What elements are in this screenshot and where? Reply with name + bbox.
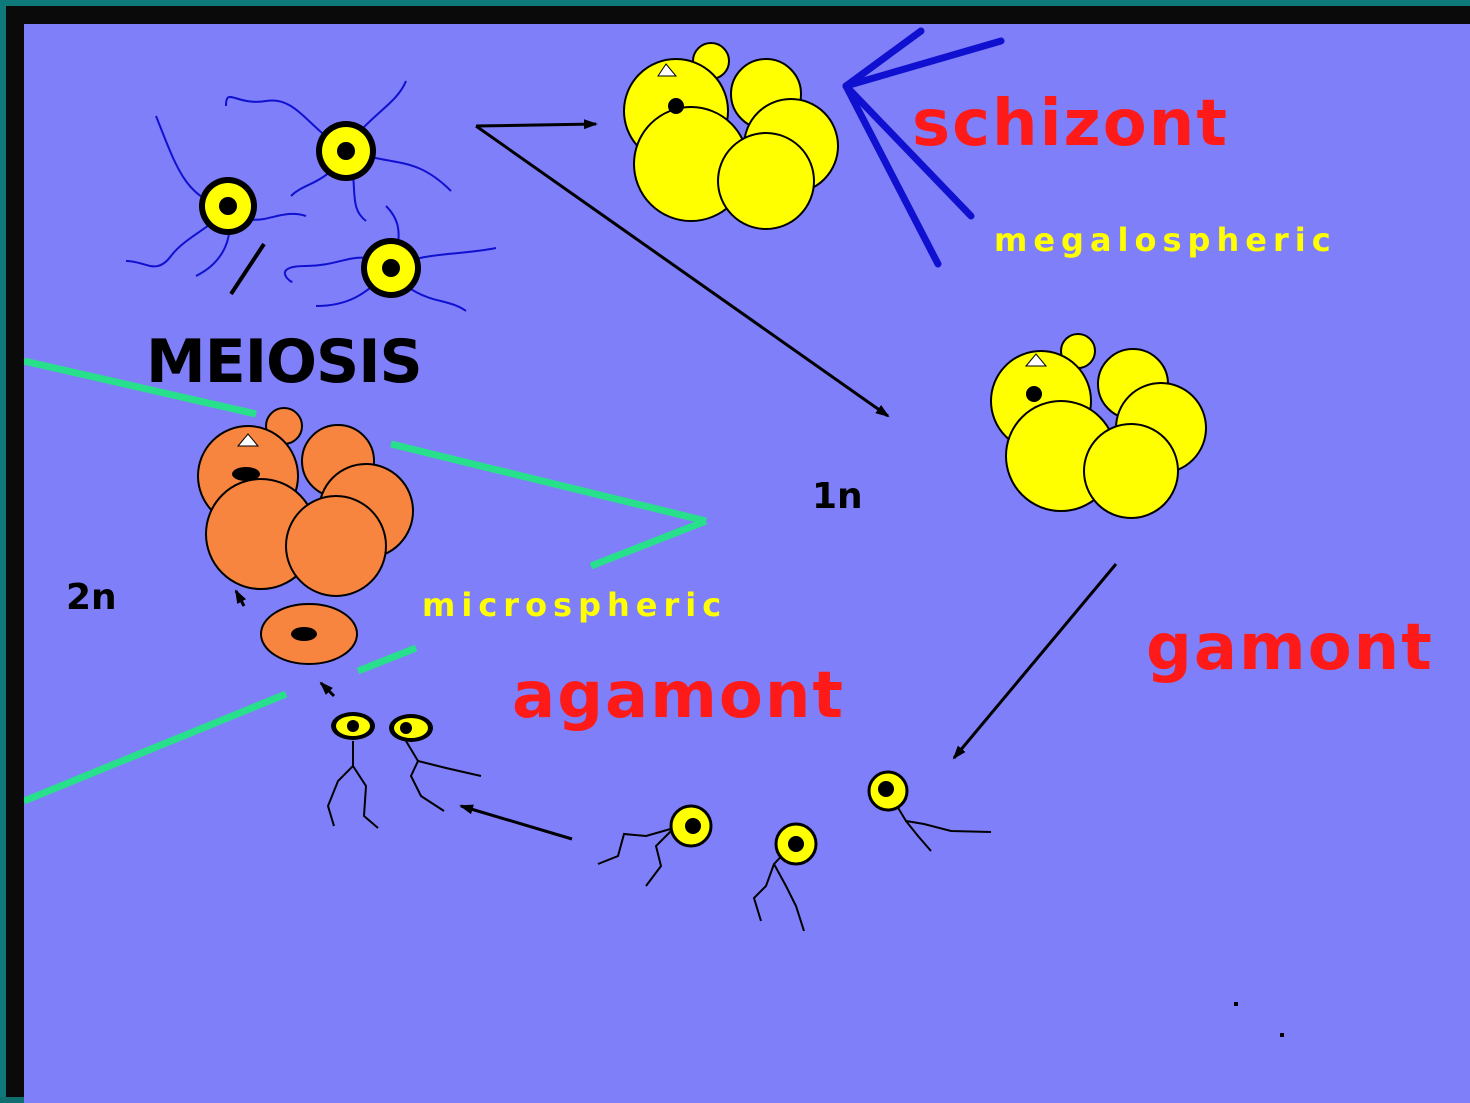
stray-dots [1234,1002,1284,1037]
agamont-cell-cluster [198,408,413,596]
label-meiosis: MEIOSIS [146,332,422,392]
life-cycle-diagram [24,24,1470,1103]
schizont-cell-cluster [624,43,838,229]
label-2n: 2n [66,580,117,616]
gamont-cell-cluster [991,334,1206,518]
label-megalospheric: megalospheric [994,224,1337,256]
released-gametes [598,772,991,931]
label-microspheric: microspheric [422,589,727,621]
gamete-cell [361,238,421,298]
label-1n: 1n [812,479,863,515]
gamete-cell [316,121,376,181]
gamete-cell [199,177,257,235]
diagram-canvas: schizont megalospheric MEIOSIS 1n 2n mic… [24,24,1470,1103]
label-schizont: schizont [912,92,1229,156]
zygote-cell [261,604,357,664]
fusing-gametes [328,712,481,828]
flagellated-gametes-top [126,81,496,311]
label-gamont: gamont [1146,616,1434,680]
label-agamont: agamont [512,664,845,728]
